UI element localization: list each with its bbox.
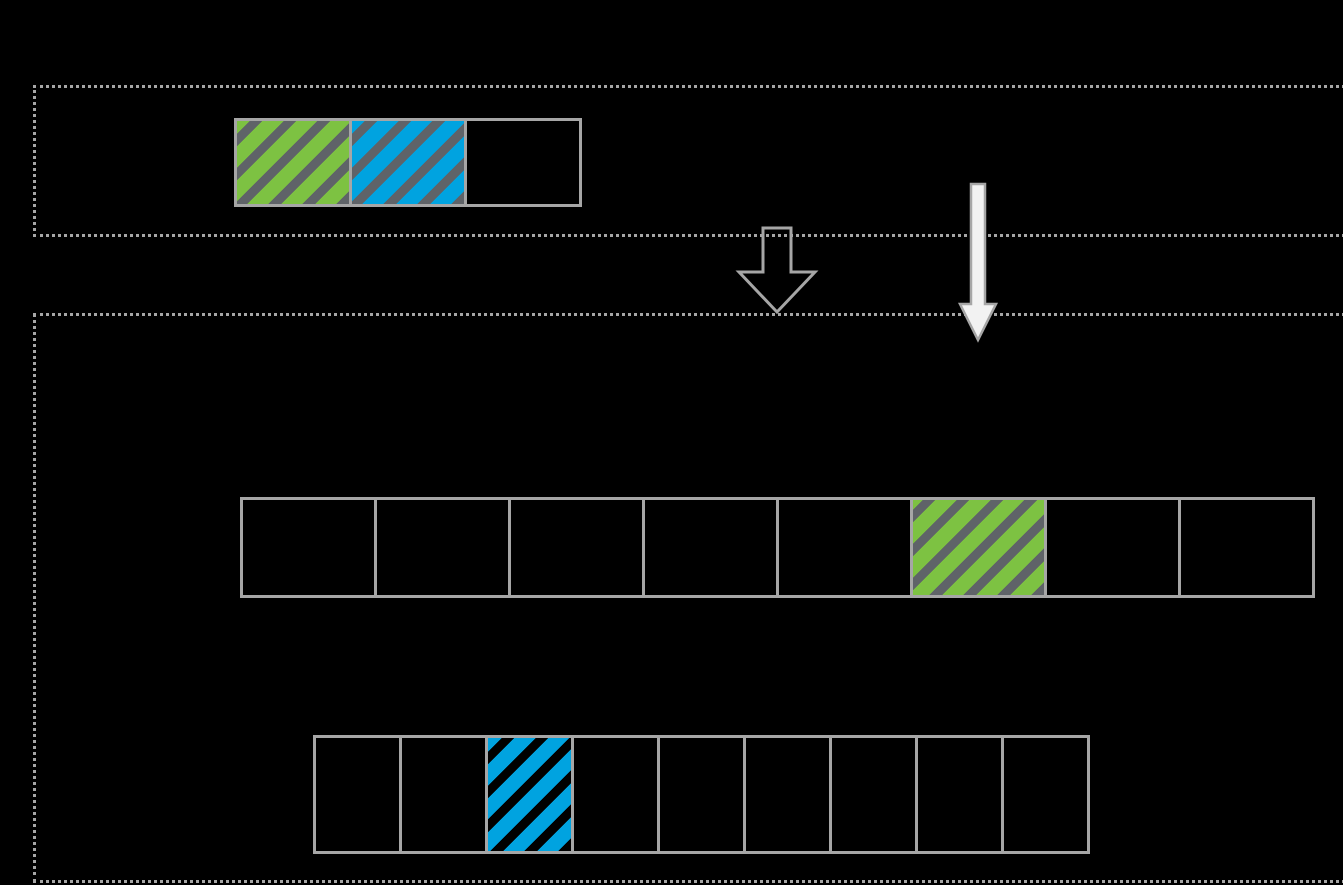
destination-b-cell-0[interactable] (313, 735, 402, 854)
destination-a-cell-7[interactable] (1178, 497, 1315, 598)
source-row (234, 118, 582, 207)
destination-a-cell-6[interactable] (1044, 497, 1181, 598)
solid-down-arrow-icon (957, 182, 999, 343)
destination-b-cell-8[interactable] (1001, 735, 1090, 854)
destination-a-cell-3[interactable] (642, 497, 779, 598)
destination-a-cell-2[interactable] (508, 497, 645, 598)
destination-b-cell-5[interactable] (743, 735, 832, 854)
destination-b-cell-1[interactable] (399, 735, 488, 854)
source-region (33, 85, 1343, 237)
destination-b-cell-6[interactable] (829, 735, 918, 854)
destination-b-cell-7[interactable] (915, 735, 1004, 854)
hollow-down-arrow-icon (735, 226, 819, 315)
destination-row-a (240, 497, 1315, 598)
destination-a-cell-1[interactable] (374, 497, 511, 598)
source-cell-2[interactable] (464, 118, 582, 207)
destination-row-b (313, 735, 1090, 854)
destination-b-cell-3[interactable] (571, 735, 660, 854)
destination-a-cell-5[interactable] (910, 497, 1047, 598)
source-cell-1[interactable] (349, 118, 467, 207)
destination-a-cell-0[interactable] (240, 497, 377, 598)
destination-a-cell-4[interactable] (776, 497, 913, 598)
source-cell-0[interactable] (234, 118, 352, 207)
target-region (33, 313, 1343, 883)
destination-b-cell-2[interactable] (485, 735, 574, 854)
destination-b-cell-4[interactable] (657, 735, 746, 854)
